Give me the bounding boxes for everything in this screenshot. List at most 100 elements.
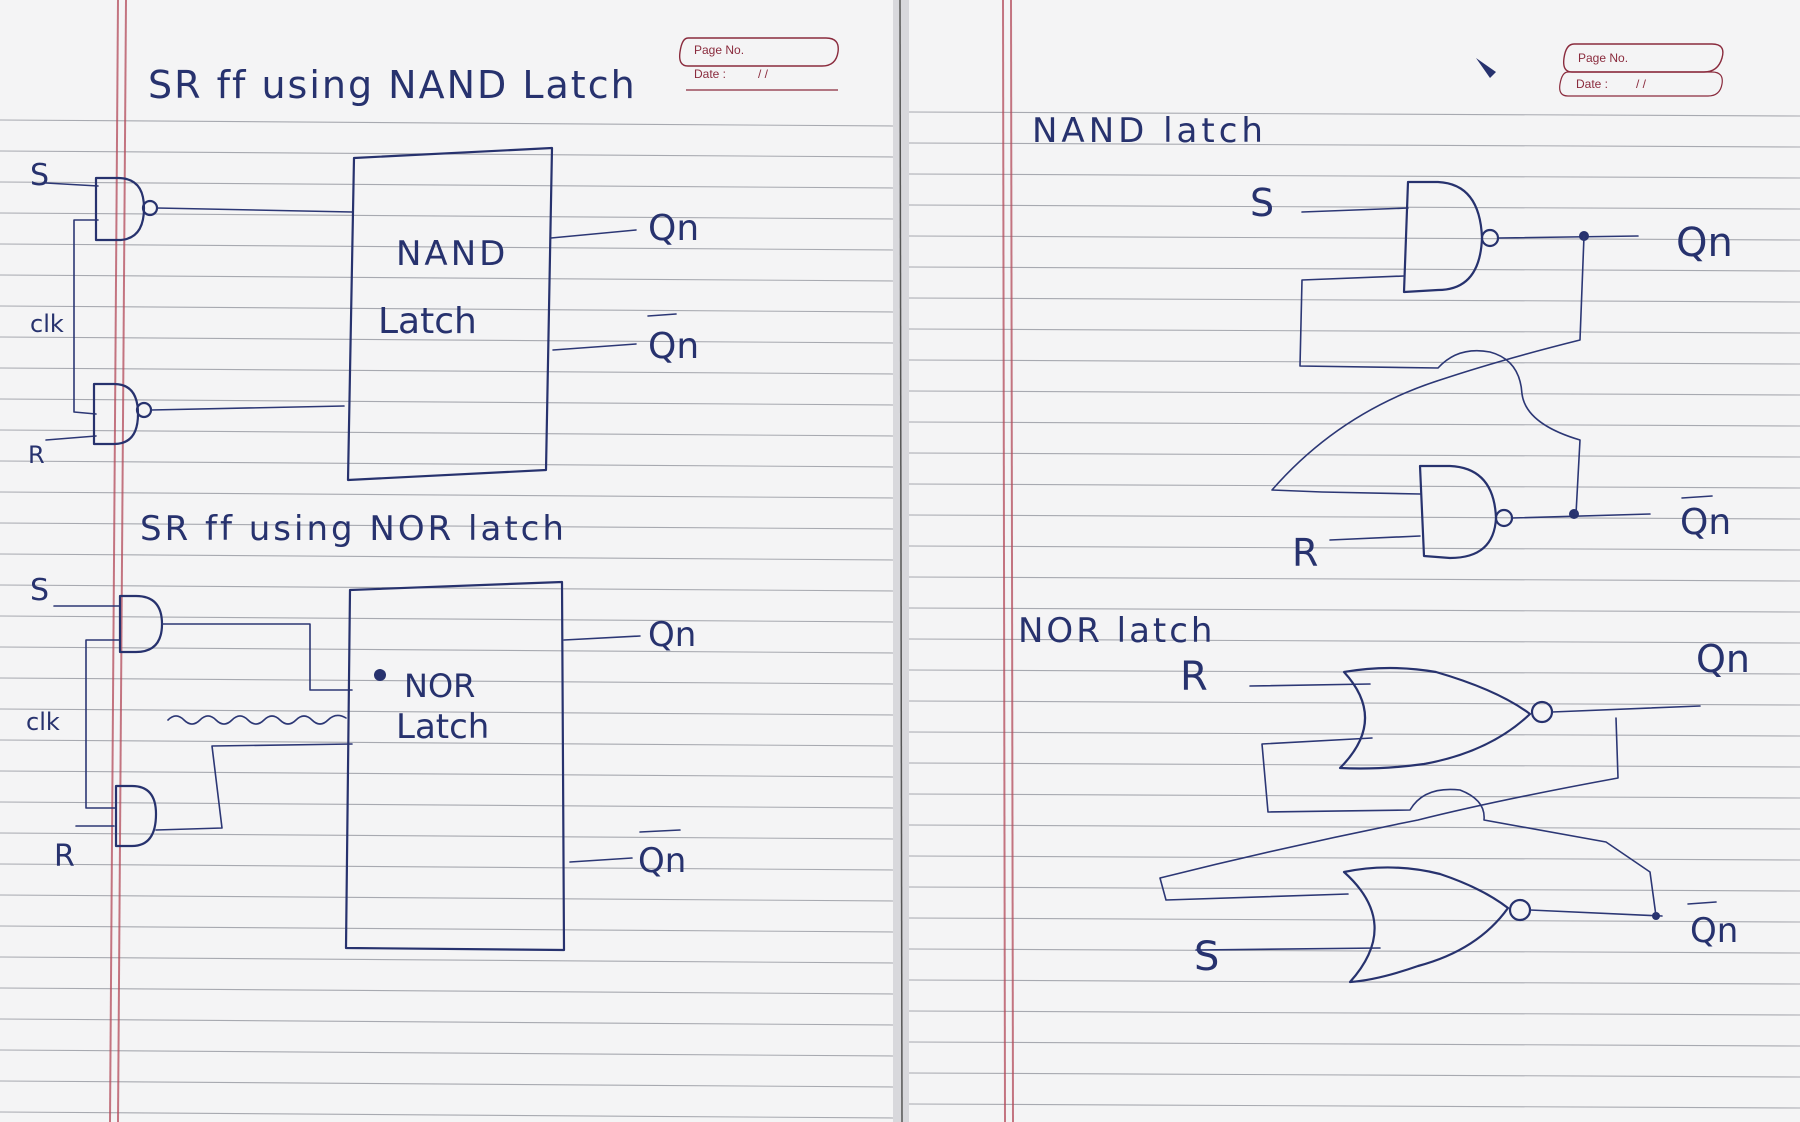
left-page-header: Page No. Date : / /: [678, 37, 839, 91]
rule-line-right: [908, 1103, 1800, 1109]
wire-clk-bus: [73, 219, 99, 415]
nor-latch-s-label: S: [1194, 934, 1219, 980]
nand-latch-cross-wire-a: [1299, 275, 1581, 515]
rule-line-right: [908, 328, 1800, 334]
rule-line-right: [908, 204, 1800, 210]
wire-qbar-out: [552, 343, 637, 351]
rule-line-left: [0, 894, 894, 902]
rule-line-right: [908, 917, 1800, 923]
rule-line-right: [908, 948, 1800, 954]
nand-q-label: Qn: [648, 208, 699, 249]
rule-line-right: [908, 173, 1800, 179]
right-date-slashes: / /: [1636, 77, 1647, 91]
nor-latch-gate-bottom: [1342, 866, 1510, 984]
rule-line-left: [0, 584, 894, 592]
rule-line-right: [908, 483, 1800, 489]
nor-latch-circuit: R S Qn Qn: [1159, 637, 1750, 984]
nor-wire-bottom-to-latch: [155, 743, 353, 831]
title-nor-latch: NOR latch: [1018, 611, 1215, 651]
right-date-box: [1559, 71, 1723, 97]
nor-qbar-label: Qn: [638, 841, 686, 881]
rule-line-right: [908, 824, 1800, 830]
nand-latch-s-wire: [1301, 207, 1409, 213]
nor-latch-qbar-wire: [1529, 909, 1663, 917]
wire-top-to-latch: [156, 207, 353, 213]
nor-latch-cross-wire-b: [1159, 717, 1619, 901]
rule-line-left: [0, 553, 894, 561]
nor-latch-line1: NOR: [404, 667, 475, 705]
title-sr-ff-nor: SR ff using NOR latch: [140, 509, 567, 549]
rule-line-left: [0, 739, 894, 747]
left-date-slashes: / /: [758, 67, 769, 81]
nor-wire-qbar-out: [569, 857, 633, 863]
left-date-label: Date :: [694, 67, 726, 81]
rule-line-left: [0, 646, 894, 654]
nor-latch-q-label: Qn: [1696, 637, 1750, 681]
title-sr-ff-nand: SR ff using NAND Latch: [148, 63, 637, 107]
wire-r-in: [45, 435, 97, 441]
nand-gate-top: [94, 176, 146, 242]
rule-line-left: [0, 119, 894, 127]
rule-line-right: [908, 793, 1800, 799]
rule-line-right: [908, 607, 1800, 613]
nand-latch-line1: NAND: [396, 234, 508, 274]
nor-latch-top-bubble: [1530, 700, 1554, 724]
rule-line-right: [908, 514, 1800, 520]
rule-line-right: [908, 297, 1800, 303]
nand-latch-cross-wire-b: [1271, 235, 1585, 495]
rule-line-right: [908, 886, 1800, 892]
nand-latch-qbar-overline: [1681, 495, 1713, 499]
nor-q-label: Qn: [648, 615, 696, 655]
nand-latch-r-wire: [1329, 535, 1421, 541]
rule-line-left: [0, 1080, 894, 1088]
nand-latch-box: [346, 146, 554, 482]
rule-line-left: [0, 615, 894, 623]
rule-line-right: [908, 266, 1800, 272]
rule-line-right: [908, 700, 1800, 706]
rule-line-right: [908, 545, 1800, 551]
nand-latch-circuit: S R Qn Qn: [1250, 180, 1733, 575]
rule-line-right: [908, 421, 1800, 427]
rule-line-right: [908, 235, 1800, 241]
rule-line-left: [0, 770, 894, 778]
rule-line-right: [908, 390, 1800, 396]
nand-latch-q-label: Qn: [1676, 220, 1733, 266]
rule-line-left: [0, 832, 894, 840]
rule-line-left: [0, 708, 894, 716]
nor-wire-clk-bus: [85, 639, 121, 809]
rule-line-left: [0, 243, 894, 251]
nand-latch-line2: Latch: [378, 301, 477, 342]
scribble-crossed-wire: [167, 714, 347, 725]
input-r-label: R: [28, 441, 45, 469]
nor-latch-r-label: R: [1180, 654, 1208, 700]
rule-line-left: [0, 398, 894, 406]
rule-line-right: [908, 111, 1800, 117]
right-page-no-label: Page No.: [1578, 51, 1628, 65]
nor-latch-gate-top: [1338, 666, 1532, 770]
title-nand-latch: NAND latch: [1032, 111, 1267, 151]
nor-input-clk-label: clk: [26, 708, 60, 736]
nor-latch-cross-wire-a: [1261, 737, 1657, 917]
nand-latch-qbar-label: Qn: [1680, 502, 1731, 543]
rule-line-right: [908, 142, 1800, 148]
rule-line-right: [908, 731, 1800, 737]
nor-latch-bottom-bubble: [1508, 898, 1532, 922]
nor-input-s-label: S: [30, 573, 49, 608]
rule-line-right: [908, 762, 1800, 768]
rule-line-left: [0, 522, 894, 530]
nor-latch-box: [344, 580, 566, 952]
nand-latch-qbar-wire: [1511, 513, 1651, 519]
rule-line-left: [0, 677, 894, 685]
and-gate-bottom: [114, 784, 158, 848]
right-page-header: Page No. Date : / /: [1476, 43, 1724, 97]
nor-latch-qbar-label: Qn: [1690, 911, 1738, 951]
rule-line-left: [0, 305, 894, 313]
input-s-label: S: [30, 158, 49, 193]
binding-fold: [899, 0, 903, 1122]
rule-line-left: [0, 1111, 894, 1119]
rule-line-right: [908, 359, 1800, 365]
rule-line-left: [0, 491, 894, 499]
rule-line-left: [0, 274, 894, 282]
rule-line-right: [908, 1041, 1800, 1047]
